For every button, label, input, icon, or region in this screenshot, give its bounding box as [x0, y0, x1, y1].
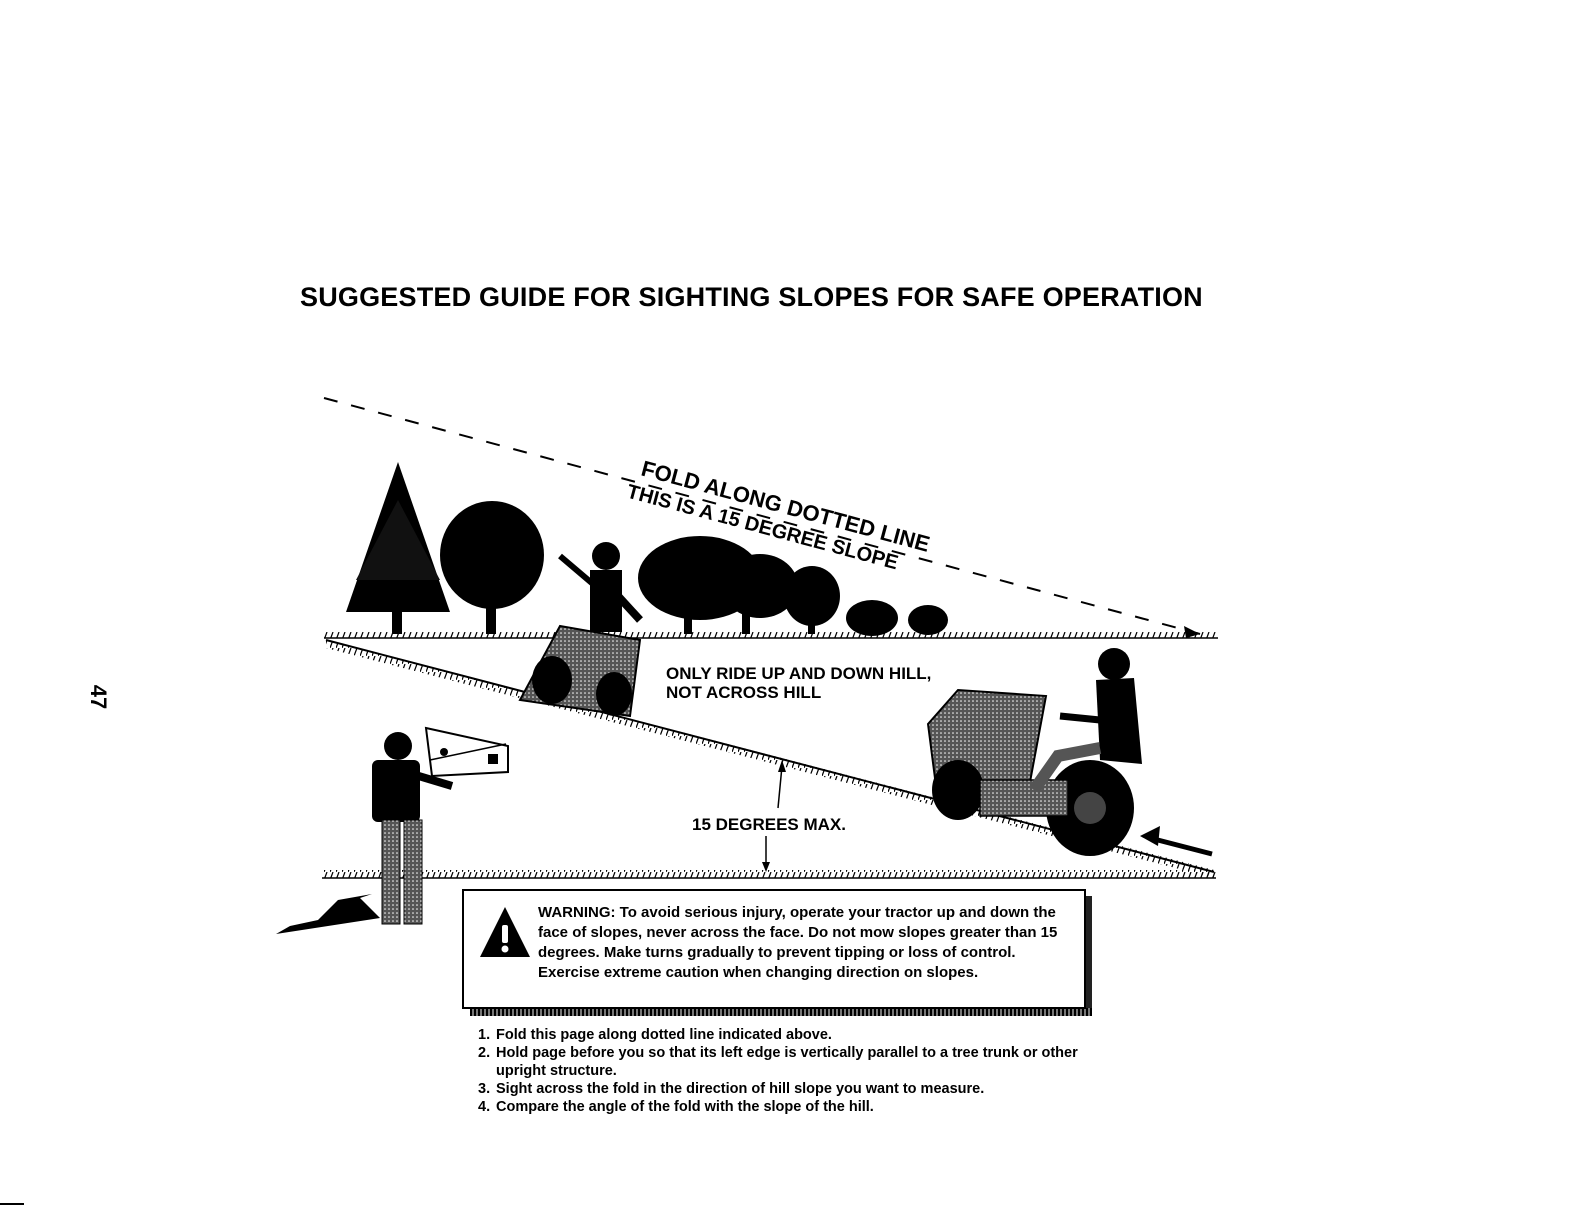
list-item: 2. Hold page before you so that its left …	[478, 1044, 1098, 1080]
step-text: Fold this page along dotted line indicat…	[496, 1027, 832, 1043]
step-number: 2.	[478, 1045, 491, 1061]
step-number: 4.	[478, 1099, 491, 1115]
step-text: Compare the angle of the fold with the s…	[496, 1099, 874, 1115]
tractor-across-hill-icon	[518, 542, 643, 718]
warning-triangle-icon	[480, 907, 530, 957]
person-sighting-icon	[372, 726, 509, 925]
ride-direction-note: ONLY RIDE UP AND DOWN HILL, NOT ACROSS H…	[666, 664, 931, 702]
warning-box: WARNING: To avoid serious injury, operat…	[462, 889, 1086, 1009]
degrees-max-label: 15 DEGREES MAX.	[692, 815, 846, 834]
step-number: 1.	[478, 1027, 491, 1043]
tree-icon	[784, 566, 840, 634]
tree-icon	[638, 536, 798, 634]
step-text: Sight across the fold in the direction o…	[496, 1081, 985, 1097]
direction-arrow-icon	[1140, 826, 1213, 857]
step-text: Hold page before you so that its left ed…	[496, 1045, 1078, 1079]
shadow-icon	[276, 894, 380, 934]
instruction-steps: 1. Fold this page along dotted line indic…	[478, 1026, 1098, 1116]
step-number: 3.	[478, 1081, 491, 1097]
list-item: 3. Sight across the fold in the direction…	[478, 1080, 1098, 1098]
list-item: 1. Fold this page along dotted line indic…	[478, 1026, 1098, 1044]
ride-note-line-1: ONLY RIDE UP AND DOWN HILL,	[666, 664, 932, 683]
warning-text: WARNING: To avoid serious injury, operat…	[538, 904, 1058, 981]
tree-icon	[440, 501, 544, 634]
fold-dotted-line	[323, 397, 1201, 635]
list-item: 4. Compare the angle of the fold with the…	[478, 1098, 1098, 1116]
tractor-up-hill-icon	[926, 648, 1142, 856]
corner-mark	[0, 1203, 24, 1205]
tree-icon	[346, 462, 450, 634]
page-title: SUGGESTED GUIDE FOR SIGHTING SLOPES FOR …	[300, 282, 1203, 312]
upper-ground	[324, 632, 1218, 638]
ride-note-line-2: NOT ACROSS HILL	[666, 683, 822, 702]
degrees-indicator-icon	[762, 760, 786, 872]
lower-ground	[322, 870, 1216, 878]
warning-box-shadow-bottom	[470, 1008, 1092, 1016]
bush-icon	[846, 600, 948, 636]
warning-box-shadow	[1084, 896, 1092, 1016]
